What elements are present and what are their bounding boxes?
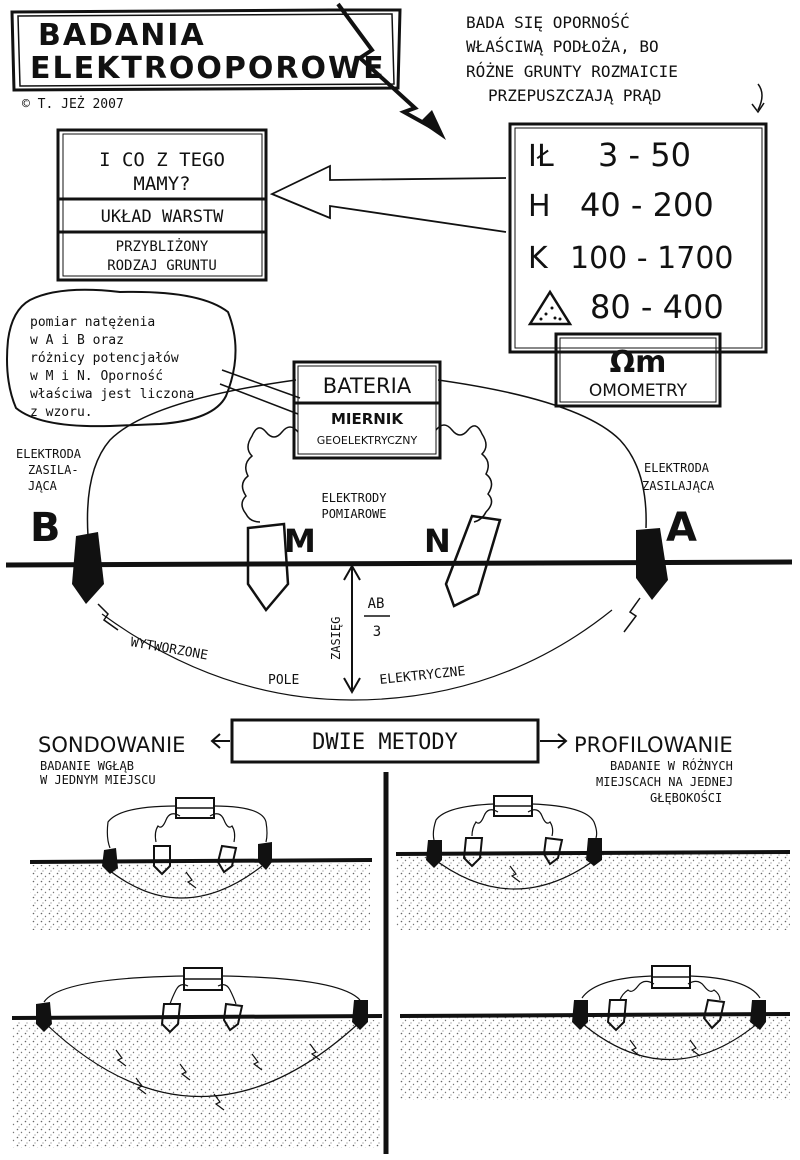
- field-label-2: POLE: [268, 673, 299, 688]
- wire-to-b: [86, 379, 297, 537]
- electrode-m-letter: M: [284, 522, 316, 560]
- right-electrode-label-1: ELEKTRODA: [644, 461, 710, 475]
- intro-note: BADA SIĘ OPORNOŚĆ WŁAŚCIWĄ PODŁOŻA, BO R…: [466, 13, 765, 114]
- coil-wire-m: [241, 426, 299, 523]
- profilowanie-desc-2: MIEJSCACH NA JEDNEJ: [596, 775, 733, 789]
- note-line-6: z wzoru.: [30, 405, 93, 420]
- title-line-2: ELEKTROOPOROWE: [30, 51, 386, 86]
- triangle-sand-icon: [527, 289, 573, 326]
- meter-label-line-1: MIERNIK: [331, 410, 404, 428]
- clay-range: 3 - 50: [598, 136, 691, 174]
- current-bolt-icon: [213, 1093, 225, 1111]
- electrode-n-letter: N: [424, 522, 451, 560]
- electrode-b-letter: B: [30, 505, 61, 551]
- current-bolt-icon: [309, 1043, 321, 1061]
- note-line-1: pomiar natężenia: [30, 315, 155, 330]
- profilowanie-desc-3: GŁĘBOKOŚCI: [650, 790, 722, 805]
- electrode-b: [72, 532, 104, 604]
- hollow-arrow-icon: [269, 164, 507, 233]
- intro-line-1: BADA SIĘ OPORNOŚĆ: [466, 13, 630, 32]
- intro-line-3: RÓŻNE GRUNTY ROZMAICIE: [466, 62, 678, 81]
- left-electrode-label-2: ZASILA-: [28, 463, 79, 477]
- result-item-soil-line-2: RODZAJ GRUNTU: [107, 258, 217, 274]
- wire-to-a: [437, 379, 647, 529]
- electrode-a: [636, 528, 668, 600]
- lightning-arrow-icon: [336, 2, 446, 140]
- current-bolt-icon: [689, 1039, 701, 1057]
- question-line-1: I CO Z TEGO: [99, 149, 225, 171]
- current-bolt-icon: [135, 1077, 147, 1095]
- current-bolt-icon: [97, 603, 119, 631]
- intro-line-2: WŁAŚCIWĄ PODŁOŻA, BO: [466, 37, 659, 56]
- ground-line: [5, 559, 793, 568]
- profilowanie-title: PROFILOWANIE: [574, 733, 733, 757]
- sand-range: 80 - 400: [590, 288, 724, 326]
- current-bolt-icon: [251, 1053, 263, 1071]
- sondowanie-desc-2: W JEDNYM MIEJSCU: [40, 773, 156, 787]
- current-bolt-icon: [509, 865, 521, 883]
- profilowanie-setup-2: [399, 965, 791, 1100]
- profilowanie-desc-1: BADANIE W RÓŻNYCH: [610, 758, 733, 773]
- resistivity-table: IŁ 3 - 50 H 40 - 200 K 100 - 1700 80 - 4…: [508, 122, 768, 408]
- measurement-note-bubble: pomiar natężenia w A i B oraz różnicy po…: [6, 288, 301, 428]
- title-line-1: BADANIA: [38, 18, 206, 53]
- left-arrow-icon: [210, 733, 230, 749]
- coil-wire-n: [435, 424, 493, 523]
- right-electrode-label-2: ZASILAJĄCA: [642, 479, 715, 493]
- k-range: 100 - 1700: [570, 241, 734, 276]
- measuring-label-1: ELEKTRODY: [321, 491, 387, 505]
- meter-label-line-2: GEOELEKTRYCZNY: [317, 434, 418, 447]
- right-arrow-icon: [540, 733, 568, 749]
- current-bolt-icon: [179, 1063, 191, 1081]
- result-item-soil-line-1: PRZYBLIŻONY: [116, 237, 209, 255]
- question-line-2: MAMY?: [133, 173, 190, 195]
- copyright-text: © T. JEŻ 2007: [22, 96, 124, 112]
- range-arrow: [343, 563, 361, 695]
- electric-field-line: [101, 609, 613, 701]
- soil-clay-label: IŁ: [528, 139, 554, 174]
- unit-label: OMOMETRY: [589, 381, 688, 401]
- sondowanie-setup-shallow: [29, 797, 373, 930]
- range-numerator: AB: [368, 596, 385, 612]
- curved-arrow-icon: [757, 83, 763, 111]
- measuring-label-2: POMIAROWE: [321, 507, 386, 521]
- electrode-n: [444, 514, 502, 608]
- result-item-layers: UKŁAD WARSTW: [101, 207, 225, 227]
- battery-meter-device: BATERIA MIERNIK GEOELEKTRYCZNY: [292, 360, 442, 460]
- result-box: I CO Z TEGO MAMY? UKŁAD WARSTW PRZYBLIŻO…: [56, 128, 268, 282]
- soil-k-label: K: [528, 241, 549, 276]
- methods-title: DWIE METODY: [312, 730, 458, 755]
- field-label-1: WYTWORZONE: [129, 635, 209, 663]
- h-range: 40 - 200: [580, 186, 714, 224]
- sondowanie-setup-deep: [11, 967, 383, 1148]
- left-electrode-label-1: ELEKTRODA: [16, 447, 82, 461]
- electrode-m: [246, 522, 290, 613]
- methods-box: [230, 718, 540, 764]
- range-denominator: 3: [373, 624, 381, 640]
- sondowanie-desc-1: BADANIE WGŁĄB: [40, 759, 134, 773]
- unit-symbol: Ωm: [610, 345, 667, 380]
- note-line-4: w M i N. Oporność: [30, 369, 163, 384]
- current-bolt-icon: [629, 1039, 641, 1057]
- electrode-a-letter: A: [666, 505, 697, 551]
- intro-line-4: PRZEPUSZCZAJĄ PRĄD: [488, 86, 661, 105]
- range-word: ZASIĘG: [329, 617, 343, 660]
- note-line-2: w A i B oraz: [30, 333, 124, 348]
- field-label-3: ELEKTRYCZNE: [379, 664, 466, 688]
- sondowanie-title: SONDOWANIE: [38, 733, 185, 757]
- current-bolt-icon: [115, 1049, 127, 1067]
- battery-label: BATERIA: [323, 374, 412, 398]
- left-electrode-label-3: JĄCA: [28, 479, 58, 493]
- note-line-3: różnicy potencjałów: [30, 351, 179, 366]
- title-box: BADANIA ELEKTROOPOROWE: [10, 8, 402, 92]
- profilowanie-setup-1: [395, 795, 791, 930]
- current-bolt-icon: [185, 871, 197, 889]
- note-line-5: właściwa jest liczona: [30, 387, 194, 402]
- current-bolt-icon: [623, 597, 641, 633]
- soil-h-label: H: [528, 189, 551, 224]
